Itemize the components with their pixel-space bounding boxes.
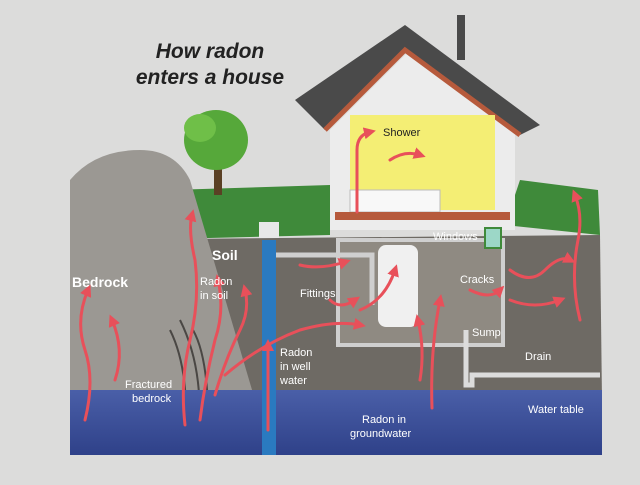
label-shower: Shower [383,127,421,139]
radon-arrow [355,127,376,214]
radon-arrow [198,274,226,422]
label-fractured-1: Fractured [125,379,172,391]
label-radon-in-soil-2: in soil [200,290,228,302]
radon-arrow [388,147,426,162]
label-radon-in-soil-1: Radon [200,276,232,288]
chimney [457,15,465,60]
sump-pipe [463,330,600,388]
roof-trim [323,46,522,138]
radon-arrow [508,296,566,308]
roof [295,25,540,135]
radon-arrow [328,296,360,309]
radon-arrow [298,258,351,270]
title-line-1: How radon [156,40,265,63]
tree-trunk [214,150,222,195]
house-floor [335,212,510,220]
label-well-1: Radon [280,347,312,359]
label-drain: Drain [525,351,551,363]
radon-arrow [468,285,505,299]
label-bedrock: Bedrock [72,274,128,290]
label-water-table: Water table [528,404,584,416]
title-line-2: enters a house [136,66,285,89]
label-groundwater-1: Radon in [362,414,406,426]
well-pipe [272,252,375,305]
well-head [259,222,279,238]
label-soil: Soil [212,247,238,263]
label-windows: Windows [433,231,478,243]
radon-arrow [413,314,426,382]
radon-arrow [108,314,121,382]
label-fractured-2: bedrock [132,393,172,405]
label-well-2: in well [280,361,311,373]
label-fittings: Fittings [300,288,336,300]
radon-arrow [213,284,253,397]
tree-highlight [184,114,216,142]
groundwater-layer [70,390,602,455]
label-sump: Sump [472,327,501,339]
label-groundwater-2: groundwater [350,428,411,440]
label-cracks: Cracks [460,274,495,286]
water-tank [378,245,418,327]
label-well-3: water [279,375,307,387]
radon-arrow [430,294,445,410]
grass-right [505,180,600,235]
radon-arrow [508,251,576,279]
radon-arrow [181,209,199,427]
radon-arrows [79,127,583,432]
bathtub [349,189,441,213]
radon-arrow [571,189,583,322]
radon-arrow [223,317,366,377]
radon-arrow [79,284,92,422]
radon-arrow [358,264,399,312]
window [484,227,502,249]
